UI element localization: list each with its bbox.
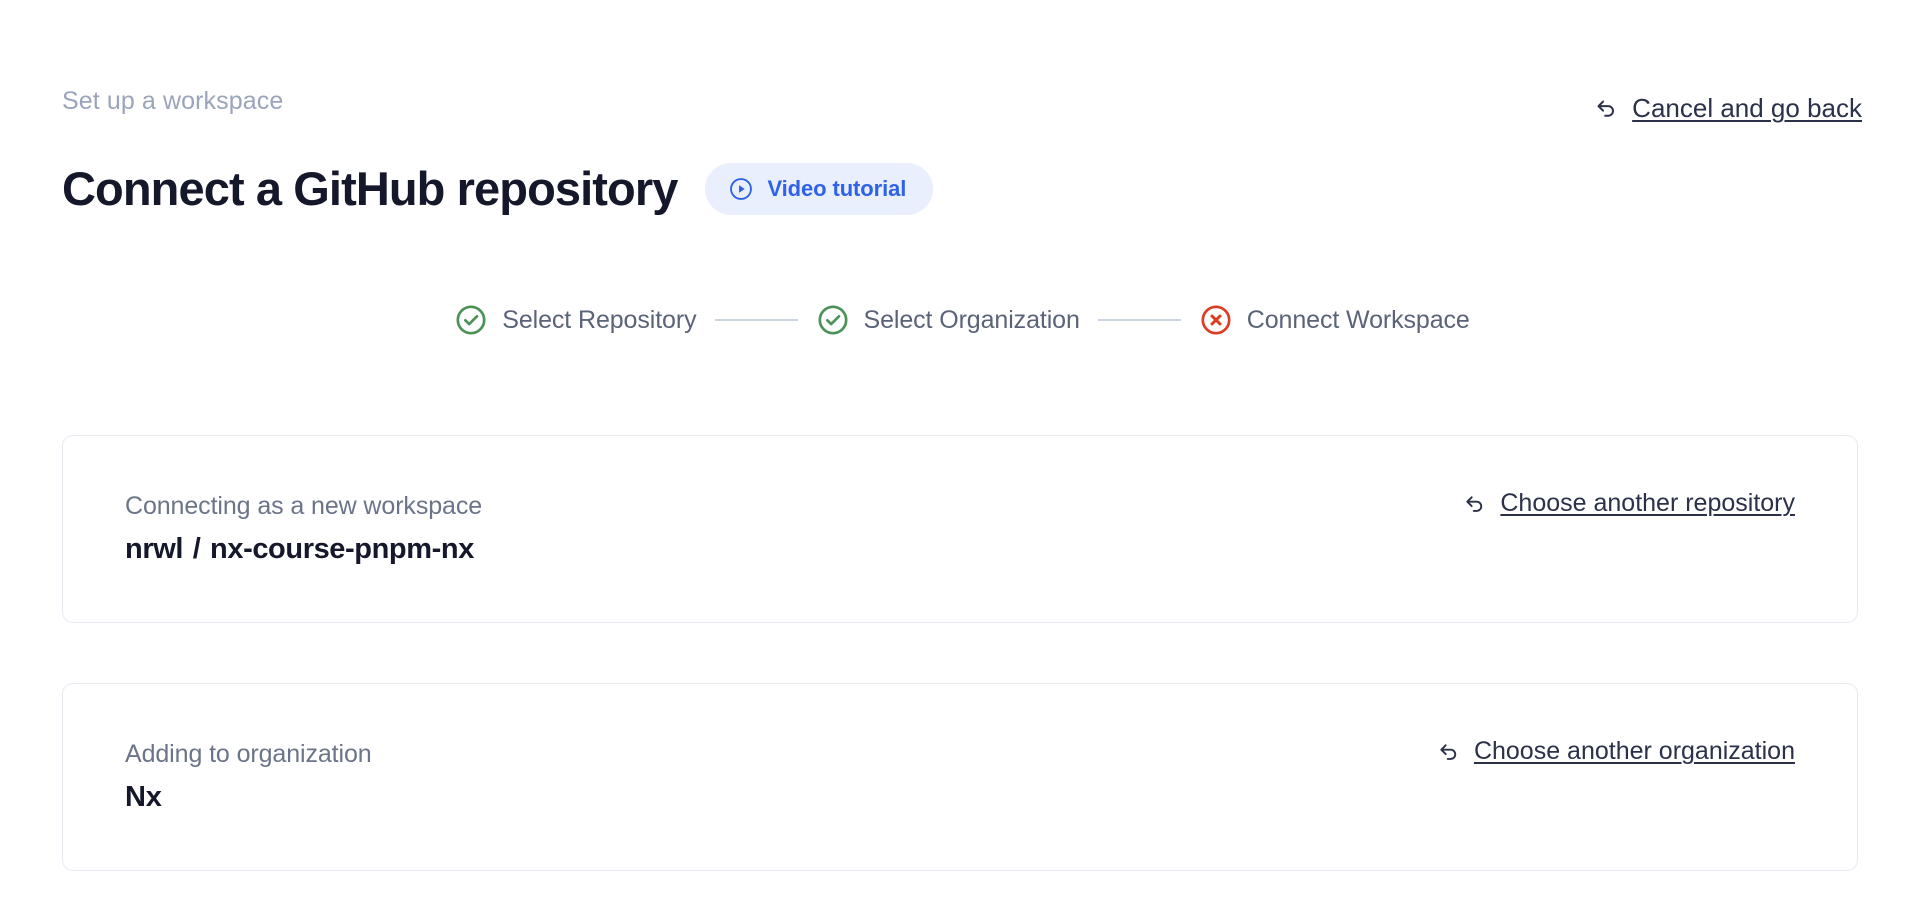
breadcrumb-eyebrow: Set up a workspace	[62, 87, 284, 115]
cancel-and-go-back-link[interactable]: Cancel and go back	[1592, 92, 1862, 124]
organization-card-caption: Adding to organization	[125, 740, 372, 768]
stepper-connector-1	[714, 319, 798, 321]
play-circle-icon	[728, 176, 754, 202]
organization-card-value: Nx	[125, 781, 162, 813]
organization-card-inner: Adding to organization Nx Choose another…	[63, 684, 1857, 870]
organization-card: Adding to organization Nx Choose another…	[62, 683, 1858, 871]
back-arrow-icon	[1592, 94, 1620, 122]
stepper-connector-2	[1097, 319, 1181, 321]
repository-separator: /	[192, 533, 201, 565]
step-select-organization[interactable]: Select Organization	[816, 303, 1080, 337]
step-label-select-repository: Select Repository	[502, 306, 697, 334]
check-circle-icon	[816, 303, 850, 337]
x-circle-icon	[1199, 303, 1233, 337]
choose-another-repository-link[interactable]: Choose another repository	[1461, 488, 1795, 518]
check-circle-icon	[454, 303, 488, 337]
choose-another-organization-link[interactable]: Choose another organization	[1435, 736, 1795, 766]
choose-another-organization-label: Choose another organization	[1473, 737, 1795, 765]
back-arrow-icon	[1461, 490, 1488, 517]
repository-card-inner: Connecting as a new workspace nrwl / nx-…	[63, 436, 1857, 622]
repository-card: Connecting as a new workspace nrwl / nx-…	[62, 435, 1858, 623]
page-title: Connect a GitHub repository	[62, 162, 678, 216]
repository-card-value: nrwl / nx-course-pnpm-nx	[125, 531, 1795, 567]
repository-owner: nrwl	[125, 533, 184, 565]
video-tutorial-button[interactable]: Video tutorial	[705, 163, 934, 216]
video-tutorial-label: Video tutorial	[767, 176, 907, 202]
step-label-select-organization: Select Organization	[863, 306, 1080, 334]
step-label-connect-workspace: Connect Workspace	[1246, 306, 1470, 334]
back-arrow-icon	[1435, 738, 1462, 765]
repository-name: nx-course-pnpm-nx	[210, 533, 474, 565]
choose-another-repository-label: Choose another repository	[1500, 489, 1795, 517]
step-select-repository[interactable]: Select Repository	[454, 303, 697, 337]
title-row: Connect a GitHub repository Video tutori…	[62, 130, 1862, 249]
repository-card-caption: Connecting as a new workspace	[125, 492, 483, 520]
step-connect-workspace[interactable]: Connect Workspace	[1199, 303, 1470, 337]
cancel-link-label: Cancel and go back	[1632, 93, 1862, 123]
progress-stepper: Select Repository Select Organization Co…	[0, 303, 1924, 337]
page-header: Set up a workspace Connect a GitHub repo…	[62, 86, 1862, 216]
